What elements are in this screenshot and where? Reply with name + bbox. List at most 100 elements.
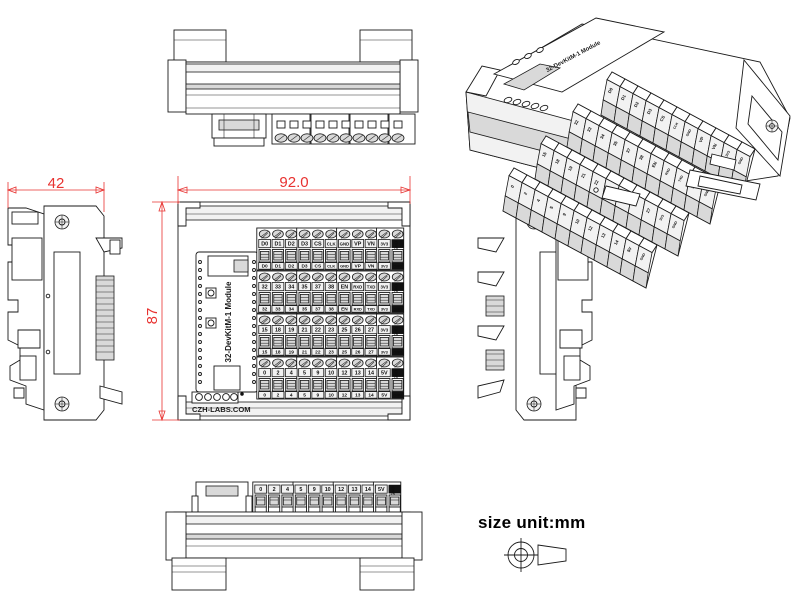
iso-terminal-label: GND bbox=[671, 220, 678, 229]
terminal-label: 38 bbox=[328, 285, 334, 291]
terminal-label: 3V3 bbox=[381, 242, 389, 247]
iso-terminal-label: CS bbox=[659, 115, 666, 123]
terminal-label: 14 bbox=[368, 371, 374, 377]
terminal-label: CS bbox=[314, 242, 322, 248]
terminal-label: GND bbox=[394, 241, 399, 251]
iso-terminal-label: 21 bbox=[580, 172, 587, 179]
terminal-label: 10 bbox=[328, 392, 334, 398]
iso-terminal-label: 10 bbox=[574, 218, 581, 225]
size-unit-note: size unit:mm bbox=[478, 513, 586, 572]
front-view: 32-DevKitM-1 Module CZH-LABS.COM D-1427 … bbox=[144, 174, 412, 422]
projection-symbol-icon bbox=[504, 538, 567, 572]
terminal-label: 9 bbox=[316, 371, 319, 377]
terminal-label: CLK bbox=[327, 242, 337, 247]
dimension-42-label: 42 bbox=[48, 175, 65, 192]
terminal-label: 10 bbox=[328, 371, 334, 377]
iso-terminal-label: RXD bbox=[664, 167, 671, 176]
terminal-label: D3 bbox=[301, 263, 307, 269]
terminal-label: 13 bbox=[355, 392, 361, 398]
terminal-label: VN bbox=[367, 242, 375, 248]
iso-terminal-label: TXD bbox=[677, 174, 684, 182]
dimension-92-label: 92.0 bbox=[279, 174, 308, 191]
top-view bbox=[167, 29, 419, 147]
terminal-label: D1 bbox=[275, 263, 281, 269]
terminal-label: 14 bbox=[368, 392, 374, 398]
iso-terminal-banks: D0D1D2D3CSCLKGNDVPVN3V3GND323334353738EN… bbox=[502, 71, 756, 289]
brand-text: CZH-LABS.COM bbox=[192, 405, 251, 414]
terminal-label: D2 bbox=[288, 242, 295, 248]
terminal-label: EN bbox=[341, 285, 349, 291]
iso-terminal-label: 22 bbox=[593, 179, 600, 186]
terminal-label: 18 bbox=[275, 349, 281, 355]
terminal-label: 3V3 bbox=[381, 349, 389, 354]
terminal-label: 4 bbox=[290, 371, 293, 377]
terminal-label: 18 bbox=[275, 328, 281, 334]
terminal-label: TXD bbox=[367, 306, 375, 311]
terminal-label: 12 bbox=[342, 392, 348, 398]
dimension-width-front: 92.0 bbox=[176, 174, 412, 204]
iso-terminal-label: 2 bbox=[523, 191, 529, 196]
terminal-label: 25 bbox=[342, 349, 348, 355]
terminal-label: VP bbox=[355, 263, 362, 269]
iso-terminal-label: 3V3 bbox=[725, 150, 731, 157]
terminal-label: 0 bbox=[263, 371, 266, 377]
iso-terminal-label: 3V3 bbox=[659, 214, 665, 221]
terminal-label: 14 bbox=[365, 487, 371, 493]
iso-terminal-label: VP bbox=[698, 136, 705, 144]
iso-terminal-label: D3 bbox=[646, 107, 653, 115]
terminal-label: VN bbox=[368, 263, 375, 269]
terminal-label: 19 bbox=[288, 328, 294, 334]
terminal-label: GND bbox=[393, 392, 402, 397]
screw-icon bbox=[526, 396, 542, 412]
terminal-label: 5 bbox=[299, 487, 302, 493]
terminal-label: 13 bbox=[355, 371, 361, 377]
brand-logo bbox=[191, 391, 244, 404]
terminal-bank: 1515181819192121222223232525262627273V33… bbox=[256, 313, 405, 357]
iso-brand-logo bbox=[503, 96, 549, 112]
terminal-label: GND bbox=[393, 263, 402, 268]
terminal-label: 34 bbox=[288, 285, 294, 291]
iso-terminal-label: 35 bbox=[612, 140, 619, 147]
terminal-label: D0 bbox=[262, 263, 268, 269]
terminal-label: CLK bbox=[327, 263, 335, 268]
terminal-label: 26 bbox=[355, 328, 361, 334]
terminal-label: 35 bbox=[302, 285, 308, 291]
terminal-label: D1 bbox=[274, 242, 281, 248]
iso-terminal-label: GND bbox=[737, 156, 744, 165]
screw-icon bbox=[54, 396, 70, 412]
terminal-label: 37 bbox=[315, 306, 321, 312]
iso-terminal-label: 33 bbox=[586, 126, 593, 133]
terminal-label: 4 bbox=[290, 392, 293, 398]
iso-terminal-label: CLK bbox=[672, 121, 679, 130]
terminal-label: 9 bbox=[317, 392, 320, 398]
terminal-label: 0 bbox=[263, 392, 266, 398]
devkit-module-pcb: 32-DevKitM-1 Module bbox=[195, 251, 259, 393]
terminal-label: 12 bbox=[338, 487, 344, 493]
terminal-label: 2 bbox=[276, 371, 279, 377]
terminal-label: 22 bbox=[315, 349, 321, 355]
iso-terminal-label: GND bbox=[703, 188, 710, 197]
dimension-width-side: 42 bbox=[6, 175, 106, 212]
isometric-3d-view: 32-DevKitM-1 Module D0D1D2D3CSCLKGNDVPVN… bbox=[465, 17, 791, 289]
terminal-label: 2 bbox=[277, 392, 280, 398]
board-silkscreen-label: 32-DevKitM-1 Module bbox=[224, 281, 233, 362]
iso-terminal-label: 5V bbox=[626, 246, 633, 253]
terminal-label: 19 bbox=[289, 349, 295, 355]
terminal-label: GND bbox=[394, 370, 399, 380]
terminal-label: 5V bbox=[381, 371, 388, 377]
terminal-label: 32 bbox=[262, 306, 268, 312]
iso-terminal-label: 18 bbox=[554, 158, 561, 165]
terminal-label: 38 bbox=[328, 306, 334, 312]
terminal-label: 3V3 bbox=[381, 285, 389, 290]
terminal-label: 26 bbox=[355, 349, 361, 355]
iso-terminal-label: 0 bbox=[510, 184, 516, 189]
terminal-label: 3V3 bbox=[381, 306, 389, 311]
front-terminal-banks: D0D0D1D1D2D2D3D3CSCSCLKCLKGNDGNDVPVPVNVN… bbox=[256, 227, 405, 400]
size-unit-label: size unit:mm bbox=[478, 513, 586, 532]
screw-icon bbox=[54, 214, 70, 230]
terminal-label: 5V bbox=[378, 487, 385, 493]
terminal-label: D0 bbox=[261, 242, 268, 248]
terminal-label: 23 bbox=[328, 328, 334, 334]
